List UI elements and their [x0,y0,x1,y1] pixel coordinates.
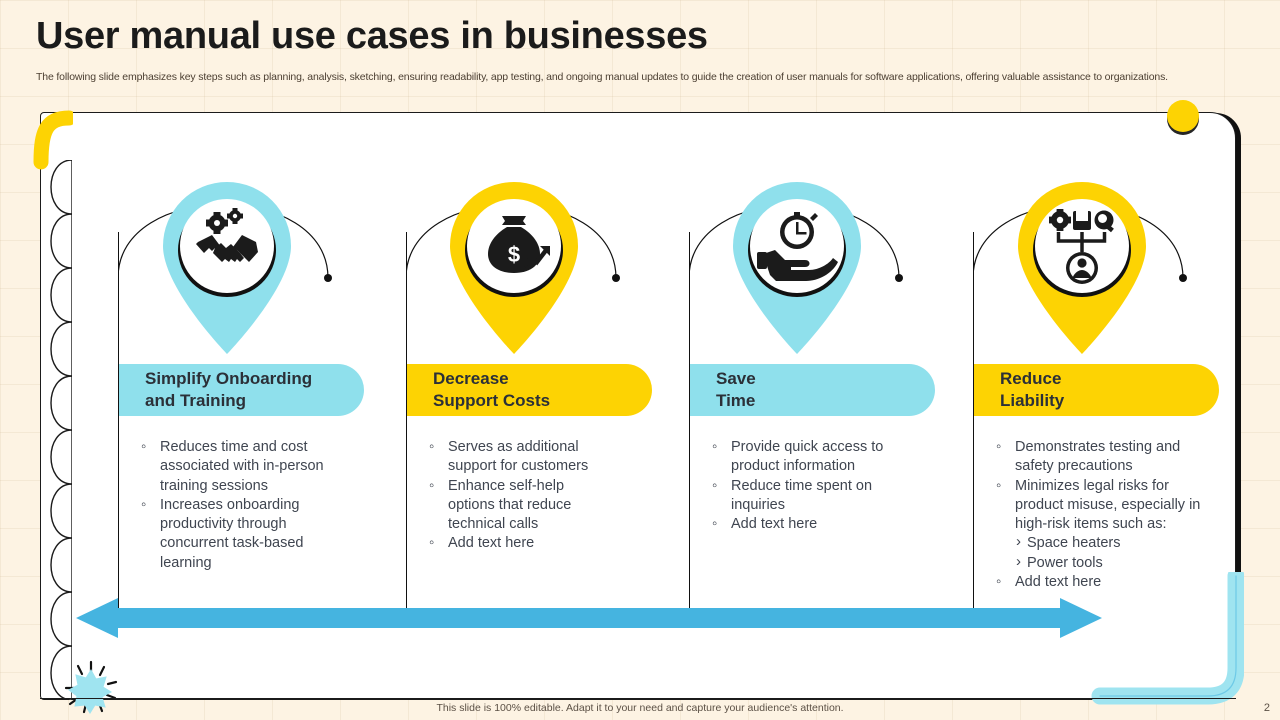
bullet-item: Add text here [423,533,608,553]
column-label-line2: Support Costs [433,391,551,410]
bullet-item: Reduce time spent on inquiries [706,476,916,516]
bullet-subitem: Space heaters [990,532,1205,553]
pin-marker-3 [733,182,861,354]
column-label-1[interactable]: Simplify Onboarding and Training [119,364,364,416]
bullet-item: Add text here [706,514,916,534]
page-title: User manual use cases in businesses [36,15,708,57]
pin-marker-4 [1018,182,1146,354]
column-label-line1: Save [716,369,756,388]
column-label-line2: Liability [1000,391,1065,410]
user-process-nodes-icon [1049,209,1114,284]
pin-marker-1 [163,182,291,354]
blue-elbow-decoration [1091,572,1244,705]
footer-note: This slide is 100% editable. Adapt it to… [436,702,844,714]
connector-stem [406,232,407,614]
column-bullets-1: Reduces time and cost associated with in… [135,437,330,573]
bullet-item: Serves as additional support for custome… [423,437,608,477]
column-label-3[interactable]: Save Time [690,364,935,416]
bullet-item: Minimizes legal risks for product misuse… [990,476,1205,535]
column-bullets-4: Demonstrates testing and safety precauti… [990,437,1205,592]
column-label-line1: Simplify Onboarding [145,369,313,388]
column-label-line2: Time [716,391,756,410]
svg-text:$: $ [508,242,520,267]
column-bullets-3: Provide quick access to product informat… [706,437,916,534]
column-label-2[interactable]: Decrease Support Costs [407,364,652,416]
bullet-item: Enhance self-help options that reduce te… [423,476,608,535]
hand-holding-clock-icon [757,212,838,281]
connector-stem [689,232,690,614]
column-label-4[interactable]: Reduce Liability [974,364,1219,416]
bullet-item: Reduces time and cost associated with in… [135,437,330,496]
money-bag-growth-icon: $ [488,216,550,273]
yellow-hook-decoration [33,110,73,170]
yellow-dot-decoration [1167,100,1199,132]
page-number: 2 [1263,702,1270,714]
bullet-item: Demonstrates testing and safety precauti… [990,437,1205,477]
bullet-item: Add text here [990,572,1205,592]
footer-divider [40,698,1236,699]
pin-marker-2: $ [450,182,578,354]
column-label-line1: Decrease [433,369,509,388]
column-label-line2: and Training [145,391,247,410]
connector-stem [118,232,119,614]
timeline-double-arrow [76,598,1102,638]
page-subtitle: The following slide emphasizes key steps… [36,71,1168,83]
bullet-item: Increases onboarding productivity throug… [135,495,330,573]
bullet-item: Provide quick access to product informat… [706,437,916,477]
handshake-gears-icon [196,208,258,262]
column-bullets-2: Serves as additional support for custome… [423,437,608,554]
cyan-starburst-decoration [64,660,118,714]
column-label-line1: Reduce [1000,369,1062,388]
connector-stem [973,232,974,614]
bullet-subitem: Power tools [990,552,1205,573]
